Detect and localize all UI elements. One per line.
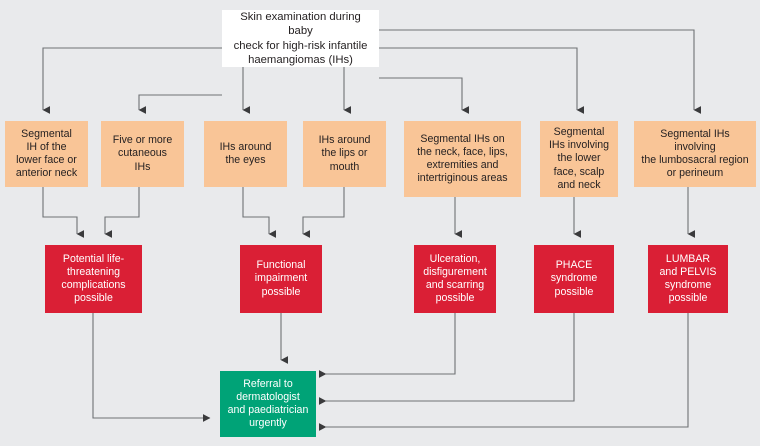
node-risk-factor-segmental-ihs-lower-face-scalp-neck[interactable]: Segmental IHs involving the lower face, …: [540, 121, 618, 197]
node-complication-functional-impairment[interactable]: Functional impairment possible: [240, 245, 322, 313]
node-complication-life-threatening[interactable]: Potential life- threatening complication…: [45, 245, 142, 313]
edge-c4-to-referral: [318, 313, 575, 405]
node-complication-phace-syndrome[interactable]: PHACE syndrome possible: [534, 245, 614, 313]
edge-rf1-to-c1: [42, 187, 84, 238]
node-risk-factor-ihs-around-lips-mouth[interactable]: IHs around the lips or mouth: [303, 121, 386, 187]
edge-rf2-to-c1: [104, 187, 140, 238]
edge-c5-to-referral: [318, 313, 689, 431]
node-root-skin-examination[interactable]: Skin examination during baby check for h…: [222, 10, 379, 67]
node-action-referral-dermatologist-paediatrician[interactable]: Referral to dermatologist and paediatric…: [220, 371, 316, 437]
node-risk-factor-segmental-ihs-neck-face-lips[interactable]: Segmental IHs on the neck, face, lips, e…: [404, 121, 521, 197]
edge-root-to-rf7: [379, 29, 701, 114]
edge-root-to-rf1: [42, 47, 222, 114]
node-risk-factor-ihs-around-eyes[interactable]: IHs around the eyes: [204, 121, 287, 187]
node-complication-ulceration-disfigurement[interactable]: Ulceration, disfigurement and scarring p…: [414, 245, 496, 313]
node-risk-factor-segmental-ihs-lumbosacral-perineum[interactable]: Segmental IHs involving the lumbosacral …: [634, 121, 756, 187]
node-complication-lumbar-pelvis-syndrome[interactable]: LUMBAR and PELVIS syndrome possible: [648, 245, 728, 313]
node-risk-factor-segmental-ih-lower-face[interactable]: Segmental IH of the lower face or anteri…: [5, 121, 88, 187]
edge-c1-to-referral: [92, 313, 211, 422]
node-risk-factor-five-or-more-cutaneous[interactable]: Five or more cutaneous IHs: [101, 121, 184, 187]
edge-rf3-to-c2: [242, 187, 276, 238]
edge-root-to-rf2: [138, 94, 222, 114]
edge-c3-to-referral: [318, 313, 456, 378]
edge-rf4-to-c2: [302, 187, 345, 238]
edge-root-to-rf5: [379, 77, 469, 114]
edge-root-to-rf6: [379, 47, 584, 114]
